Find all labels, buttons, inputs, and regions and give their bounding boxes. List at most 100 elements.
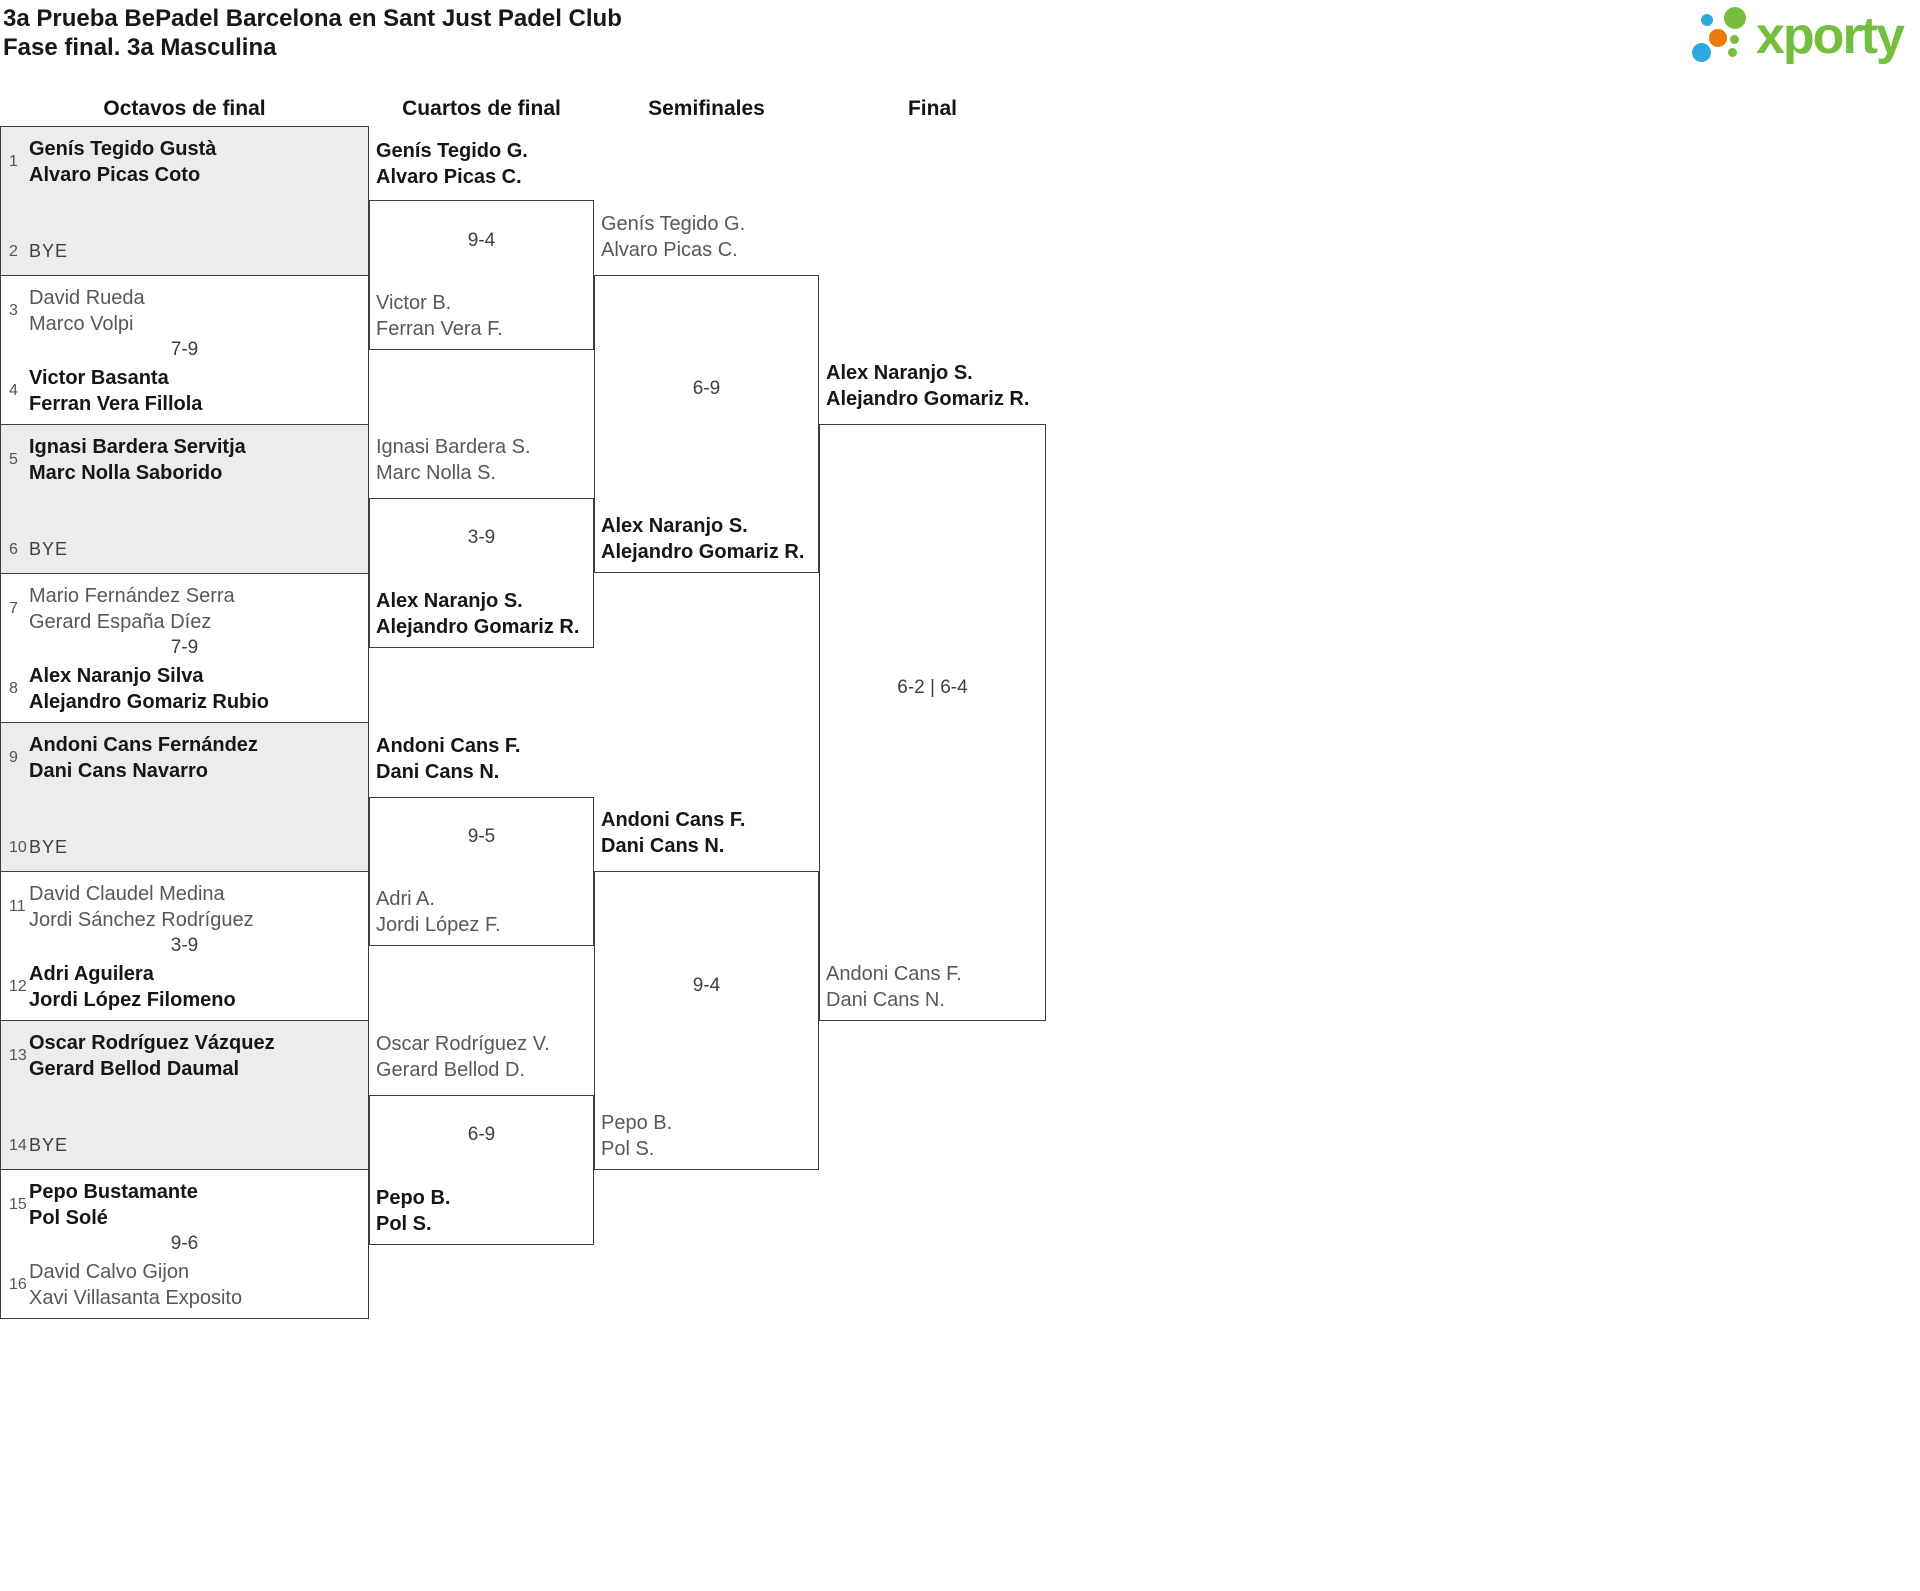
seed-number: 12	[9, 978, 27, 995]
logo-wordmark: xporty	[1756, 7, 1905, 65]
semifinal-match-box-1	[594, 275, 819, 573]
final-match-box	[819, 424, 1046, 1021]
player-name: Alejandro Gomariz R.	[376, 616, 580, 638]
player-name: Pepo B.	[601, 1112, 673, 1134]
player-name: Alejandro Gomariz Rubio	[29, 691, 270, 713]
octavos-block-1: 1 Genís Tegido Gustà Alvaro Picas Coto 2…	[1, 127, 368, 276]
player-name: Andoni Cans F.	[601, 809, 746, 831]
bracket-team: Pepo B. Pol S.	[376, 1185, 450, 1237]
logo-dot-green-large	[1724, 7, 1746, 29]
seed-number: 9	[9, 749, 18, 766]
octavos-block-7: 13 Oscar Rodríguez Vázquez Gerard Bellod…	[1, 1021, 368, 1170]
player-name: Genís Tegido G.	[376, 140, 528, 162]
player-name: Alvaro Picas C.	[376, 166, 522, 188]
seed-number: 8	[9, 680, 18, 697]
bye-label: BYE	[29, 1135, 69, 1155]
bracket-team: Oscar Rodríguez V. Gerard Bellod D.	[376, 1031, 550, 1083]
bye-entry: 10 BYE	[6, 837, 68, 858]
player-name: Andoni Cans F.	[376, 735, 521, 757]
player-name: Pol Solé	[29, 1207, 108, 1229]
bye-label: BYE	[29, 837, 69, 857]
player-name: Alvaro Picas Coto	[29, 164, 201, 186]
logo-dot-orange	[1709, 29, 1727, 47]
match-score: 6-9	[692, 378, 721, 399]
bye-label: BYE	[29, 539, 69, 559]
page-title: 3a Prueba BePadel Barcelona en Sant Just…	[3, 4, 622, 62]
seed-number: 6	[9, 540, 18, 558]
player-name: Adri Aguilera	[29, 963, 154, 985]
player-name: Andoni Cans Fernández	[29, 734, 258, 756]
seed-number: 16	[9, 1276, 27, 1293]
cuartos-match-box-4	[369, 1095, 594, 1245]
bye-entry: 14 BYE	[6, 1135, 68, 1156]
logo-dot-blue-small	[1701, 14, 1713, 26]
bracket-team: Genís Tegido G. Alvaro Picas C.	[376, 138, 528, 190]
player-name: Jordi López Filomeno	[29, 989, 236, 1011]
bracket-team: 13 Oscar Rodríguez Vázquez Gerard Bellod…	[6, 1030, 275, 1082]
bracket-team: 12 Adri Aguilera Jordi López Filomeno	[6, 961, 236, 1013]
player-name: Gerard Bellod D.	[376, 1059, 525, 1081]
match-score: 9-6	[170, 1233, 199, 1254]
player-name: Genís Tegido Gustà	[29, 138, 217, 160]
player-name: Jordi Sánchez Rodríguez	[29, 909, 254, 931]
bracket-team: Andoni Cans F. Dani Cans N.	[826, 961, 962, 1013]
bracket-team: Andoni Cans F. Dani Cans N.	[376, 733, 520, 785]
player-name: Gerard Bellod Daumal	[29, 1058, 240, 1080]
player-name: Marc Nolla S.	[376, 462, 497, 484]
round-header-cuartos: Cuartos de final	[402, 97, 561, 120]
player-name: David Rueda	[29, 287, 145, 309]
cuartos-match-box-2	[369, 498, 594, 648]
round-header-final: Final	[907, 97, 957, 120]
player-name: Alex Naranjo S.	[376, 590, 523, 612]
bracket-team: 5 Ignasi Bardera Servitja Marc Nolla Sab…	[6, 434, 246, 486]
round-header-octavos: Octavos de final	[103, 97, 266, 120]
bracket-team: 7 Mario Fernández Serra Gerard España Dí…	[6, 583, 235, 635]
bracket-team: Alex Naranjo S. Alejandro Gomariz R.	[601, 513, 804, 565]
player-name: Alex Naranjo Silva	[29, 665, 204, 687]
octavos-block-5: 9 Andoni Cans Fernández Dani Cans Navarr…	[1, 723, 368, 872]
seed-number: 13	[9, 1047, 27, 1064]
player-name: Alex Naranjo S.	[826, 362, 973, 384]
seed-number: 14	[9, 1136, 27, 1154]
bye-label: BYE	[29, 241, 69, 261]
logo-dot-green-small-1	[1730, 35, 1739, 44]
player-name: Pepo Bustamante	[29, 1181, 198, 1203]
match-score: 9-4	[467, 230, 496, 251]
logo-dot-green-small-2	[1728, 48, 1737, 57]
octavos-block-8: 15 Pepo Bustamante Pol Solé 9-6 16 David…	[1, 1170, 368, 1318]
seed-number: 7	[9, 600, 18, 617]
player-name: Pepo B.	[376, 1187, 451, 1209]
bracket-team: 9 Andoni Cans Fernández Dani Cans Navarr…	[6, 732, 258, 784]
player-name: Alejandro Gomariz R.	[601, 541, 805, 563]
match-score: 9-4	[692, 975, 721, 996]
seed-number: 5	[9, 451, 18, 468]
match-score: 9-5	[467, 826, 496, 847]
semifinal-match-box-2	[594, 871, 819, 1170]
bracket-team: 3 David Rueda Marco Volpi	[6, 285, 145, 337]
octavos-block-2: 3 David Rueda Marco Volpi 7-9 4 Victor B…	[1, 276, 368, 425]
player-name: Gerard España Díez	[29, 611, 212, 633]
player-name: Alvaro Picas C.	[601, 239, 738, 261]
player-name: Oscar Rodríguez V.	[376, 1033, 550, 1055]
player-name: Jordi López F.	[376, 914, 501, 936]
bracket-team: 15 Pepo Bustamante Pol Solé	[6, 1179, 198, 1231]
octavos-block-4: 7 Mario Fernández Serra Gerard España Dí…	[1, 574, 368, 723]
bracket-team: Ignasi Bardera S. Marc Nolla S.	[376, 434, 531, 486]
match-score: 3-9	[170, 935, 199, 956]
xporty-logo[interactable]: xporty	[1685, 2, 1915, 72]
bracket-team: 11 David Claudel Medina Jordi Sánchez Ro…	[6, 881, 254, 933]
player-name: Ferran Vera Fillola	[29, 393, 203, 415]
player-name: David Claudel Medina	[29, 883, 225, 905]
logo-dot-blue-large	[1692, 43, 1711, 62]
seed-number: 11	[9, 898, 26, 915]
player-name: Ignasi Bardera S.	[376, 436, 531, 458]
player-name: Xavi Villasanta Exposito	[29, 1287, 243, 1309]
cuartos-match-box-1	[369, 200, 594, 350]
match-score: 7-9	[170, 637, 199, 658]
seed-number: 4	[9, 382, 18, 399]
player-name: Ferran Vera F.	[376, 318, 503, 340]
bracket-team: 1 Genís Tegido Gustà Alvaro Picas Coto	[6, 136, 216, 188]
tournament-title: 3a Prueba BePadel Barcelona en Sant Just…	[3, 5, 622, 32]
seed-number: 15	[9, 1196, 27, 1213]
